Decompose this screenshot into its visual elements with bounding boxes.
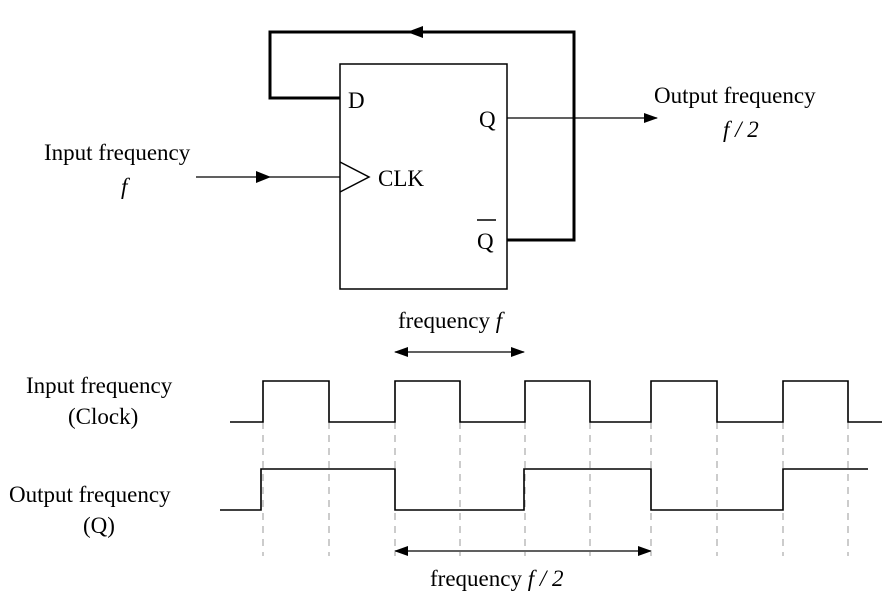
flip-flop-block: D Q Q CLK bbox=[339, 63, 508, 290]
clock-period-text: frequency bbox=[398, 308, 490, 333]
q-period-text: frequency bbox=[430, 566, 522, 591]
timing-guide-lines bbox=[262, 422, 849, 556]
clock-row-label-line1: Input frequency bbox=[26, 373, 173, 398]
q-pin-label: Q bbox=[479, 107, 496, 132]
clock-input-triangle bbox=[339, 161, 371, 193]
qbar-pin-label: Q bbox=[477, 229, 494, 254]
input-frequency-symbol: f bbox=[121, 174, 131, 199]
clk-pin-label: CLK bbox=[378, 166, 424, 191]
q-waveform bbox=[220, 468, 868, 511]
feedback-wire bbox=[268, 30, 576, 242]
clock-period-label: frequency f bbox=[398, 308, 506, 333]
q-period-label: frequency f / 2 bbox=[430, 566, 563, 591]
input-frequency-title: Input frequency bbox=[44, 140, 191, 165]
d-pin-label: D bbox=[348, 88, 365, 113]
clock-row-label-line2: (Clock) bbox=[68, 404, 138, 429]
clock-input-arrow-head bbox=[256, 171, 271, 183]
output-frequency-symbol: f / 2 bbox=[723, 117, 759, 142]
q-row-label-line2: (Q) bbox=[83, 513, 115, 538]
feedback-arrow-head bbox=[407, 26, 423, 38]
output-frequency-title: Output frequency bbox=[654, 83, 816, 108]
clock-waveform bbox=[230, 380, 882, 423]
q-period-symbol: f / 2 bbox=[528, 566, 564, 591]
clock-period-symbol: f bbox=[496, 308, 506, 333]
q-row-label-line1: Output frequency bbox=[9, 482, 171, 507]
